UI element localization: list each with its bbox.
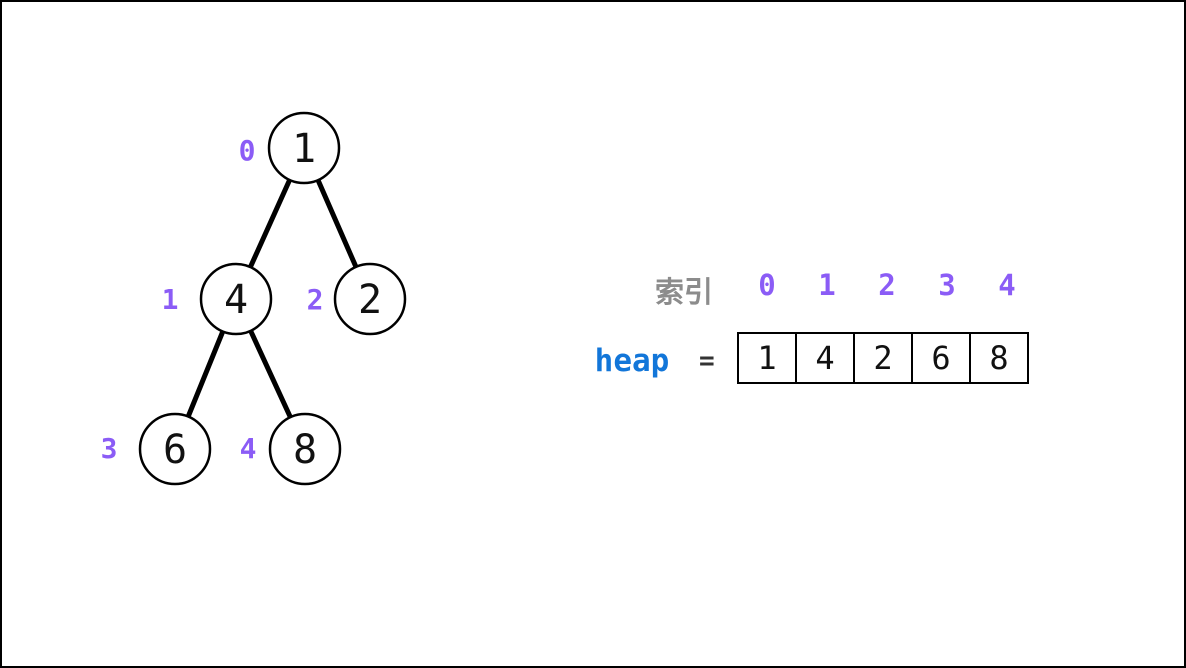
equals-sign: = [699,346,715,376]
array-cells-row: 1 4 2 6 8 [737,332,1029,384]
array-cell: 6 [911,332,971,384]
tree-node: 4 [199,262,273,336]
binary-tree: 1 4 2 6 8 0 1 2 3 4 [101,111,407,486]
array-cell: 8 [969,332,1029,384]
tree-node-value: 1 [292,126,316,172]
array-index-label: 3 [938,268,956,302]
tree-node-index-label: 4 [240,432,257,465]
tree-node-circle [333,262,407,336]
tree-node-value: 4 [224,277,248,323]
tree-node-index-label: 2 [307,283,324,316]
tree-node: 8 [268,412,342,486]
tree-node-circle [267,111,341,185]
tree-node-value: 8 [293,427,317,473]
tree-node-circle [268,412,342,486]
tree-node: 1 [267,111,341,185]
tree-node-index-label: 1 [162,283,179,316]
tree-node-index-label: 3 [101,432,118,465]
array-index-label: 1 [818,268,836,302]
tree-node-value: 2 [358,277,382,323]
array-cell: 4 [795,332,855,384]
array-cell: 1 [737,332,797,384]
tree-node-index-label: 0 [239,134,256,167]
tree-node: 6 [138,412,212,486]
tree-node-value: 6 [163,427,187,473]
array-index-label: 0 [758,268,776,302]
tree-node: 2 [333,262,407,336]
array-variable-name: heap [594,343,670,379]
tree-node-circle [138,412,212,486]
array-index-label: 2 [878,268,896,302]
array-index-label: 4 [998,268,1016,302]
array-indices-row: 0 1 2 3 4 [737,268,1037,302]
tree-node-circle [199,262,273,336]
array-cell: 2 [853,332,913,384]
index-header-label: 索引 [654,275,713,309]
